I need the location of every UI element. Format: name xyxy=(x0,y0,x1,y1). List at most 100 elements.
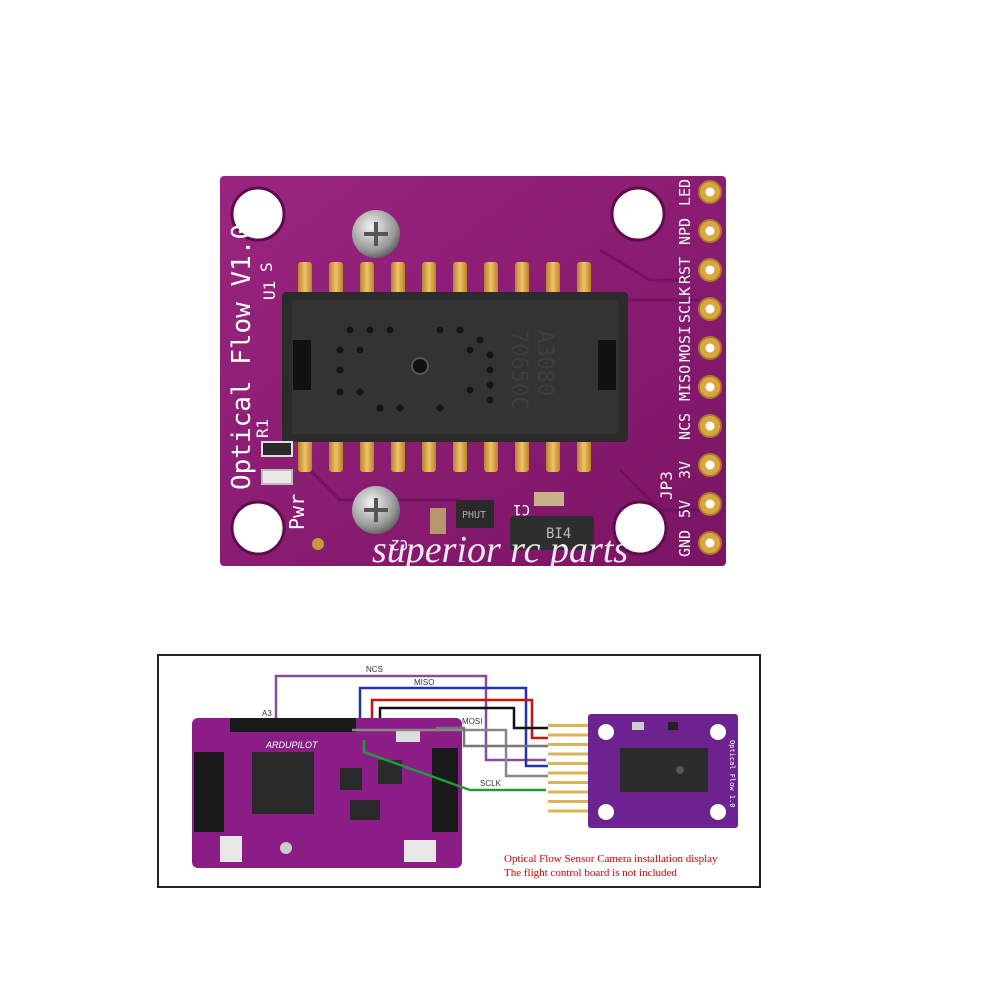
label-ncs: NCS xyxy=(366,665,383,674)
header-pin xyxy=(548,781,592,784)
ref-s: S xyxy=(257,262,276,272)
wire-mosi-lead xyxy=(436,726,548,748)
pin-label-rst: RST xyxy=(676,257,694,284)
chip-dot xyxy=(336,366,344,374)
header-hole xyxy=(705,226,715,236)
chip-leg xyxy=(515,436,529,472)
chip-dot xyxy=(466,346,474,354)
pin-label-sclk: SCLK xyxy=(676,287,694,323)
header-pin xyxy=(548,809,592,813)
pin-label-led: LED xyxy=(676,179,694,206)
header-hole xyxy=(705,421,715,431)
chip-leg xyxy=(577,436,591,472)
label-miso: MISO xyxy=(414,678,434,687)
label-mosi: MOSI xyxy=(462,717,482,726)
header-hole xyxy=(705,343,715,353)
chip-dot xyxy=(486,366,494,374)
chip-leg xyxy=(329,436,343,472)
chip-leg xyxy=(453,436,467,472)
board-title: Optical Flow V1.0 xyxy=(227,224,257,490)
led-pwr xyxy=(261,469,293,485)
regulator-marking: BI4 xyxy=(546,526,571,542)
screw-icon xyxy=(352,486,400,534)
caption-line-1: Optical Flow Sensor Camera installation … xyxy=(504,853,718,865)
chip-leg xyxy=(546,262,560,298)
chip-dot xyxy=(336,346,344,354)
screw-icon xyxy=(352,210,400,258)
chip-leg xyxy=(422,436,436,472)
capacitor-c1 xyxy=(534,492,564,506)
small-ic-marking: PHUT xyxy=(462,510,486,521)
chip-dot xyxy=(376,404,384,412)
small-board-title: Optical Flow 1.0 xyxy=(728,740,736,807)
flight-controller-board: ARDUPILOT xyxy=(192,718,462,868)
label-sclk: SCLK xyxy=(480,779,502,788)
ref-r1: R1 xyxy=(253,419,272,438)
header-hole xyxy=(705,382,715,392)
chip-leg xyxy=(360,262,374,298)
chip-dot xyxy=(486,396,494,404)
header-hole xyxy=(705,187,715,197)
header-pin xyxy=(548,752,592,756)
header-hole xyxy=(705,304,715,314)
header-pin xyxy=(548,790,592,794)
header-pin xyxy=(548,771,592,775)
pin-label-ncs: NCS xyxy=(676,413,694,440)
ref-u1: U1 xyxy=(260,281,279,300)
chip-leg xyxy=(515,262,529,298)
mounting-hole xyxy=(230,500,286,556)
ref-jp3: JP3 xyxy=(657,471,676,500)
chip-dot xyxy=(476,336,484,344)
wire-grey xyxy=(352,728,548,778)
wire-red xyxy=(370,698,548,740)
chip-leg xyxy=(329,262,343,298)
wire-miso xyxy=(358,686,548,768)
chip-dot xyxy=(356,388,364,396)
pin-label-mosi: MOSI xyxy=(676,326,694,362)
chip-leg xyxy=(484,262,498,298)
watermark: superior rc parts xyxy=(372,529,628,571)
chip-leg xyxy=(391,262,405,298)
mounting-hole xyxy=(612,500,668,556)
chip-dot xyxy=(466,386,474,394)
small-ic xyxy=(456,500,494,528)
chip-dot xyxy=(486,381,494,389)
ref-pwr: Pwr xyxy=(285,494,309,530)
header-pin xyxy=(548,743,592,746)
chip-dot xyxy=(346,326,354,334)
ref-c2: C2 xyxy=(391,536,408,552)
chip-dot xyxy=(356,346,364,354)
resistor-r1 xyxy=(261,441,293,457)
ref-c1: C1 xyxy=(513,501,530,517)
chip-dot xyxy=(456,326,464,334)
fc-brand: ARDUPILOT xyxy=(265,740,319,750)
header-hole xyxy=(705,538,715,548)
header-pin xyxy=(548,733,592,737)
pin-label-npd: NPD xyxy=(676,218,694,245)
pin-label-miso: MISO xyxy=(676,365,694,401)
chip-dot xyxy=(386,326,394,334)
header-hole xyxy=(705,460,715,470)
header-hole xyxy=(705,499,715,509)
chip-leg xyxy=(391,436,405,472)
chip-leg xyxy=(546,436,560,472)
pin-label-5v: 5V xyxy=(676,500,694,518)
chip-marking-1: A3080 xyxy=(532,330,557,396)
label-a3: A3 xyxy=(262,709,272,718)
chip-leg xyxy=(484,436,498,472)
header-pin xyxy=(548,724,592,727)
wire-sclk xyxy=(362,740,546,792)
chip-leg xyxy=(298,436,312,472)
header-pin xyxy=(548,762,592,765)
header-hole xyxy=(705,265,715,275)
capacitor-c2 xyxy=(430,508,446,534)
chip-dot xyxy=(436,326,444,334)
chip-leg xyxy=(577,262,591,298)
chip-dot xyxy=(436,404,444,412)
chip-leg xyxy=(453,262,467,298)
mounting-hole xyxy=(610,186,666,242)
chip-marking-2: 70650C xyxy=(506,330,531,409)
chip-dot xyxy=(396,404,404,412)
